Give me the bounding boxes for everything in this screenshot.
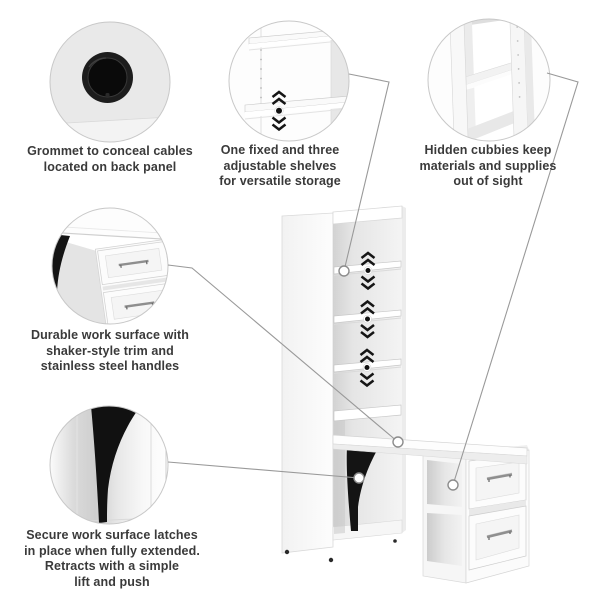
adjustable-shelf-arrows-icon [359, 300, 376, 339]
drawer-2 [468, 505, 527, 571]
inset-latch [49, 405, 169, 525]
drawer-handle-icon [486, 529, 513, 539]
fixed-shelf [333, 404, 402, 422]
callout-marker-icon [392, 436, 404, 448]
tower-feet [284, 539, 397, 563]
tower-side-panel [281, 212, 334, 554]
drawer-unit [422, 445, 530, 584]
leader-line-work-surface [167, 264, 399, 443]
drawer-handle-icon [124, 301, 155, 308]
inset-shelves [228, 20, 350, 142]
leader-lines [167, 72, 579, 486]
callout-shelves-caption: One fixed and three adjustable shelves f… [219, 143, 341, 188]
inset-desk-top [52, 208, 168, 240]
product-bookcase-desk [281, 205, 530, 584]
adjustable-shelf-arrows-icon [359, 348, 375, 387]
adjustable-shelf-arrows-icon [360, 251, 376, 290]
callout-grommet-caption: Grommet to conceal cables located on bac… [27, 144, 193, 174]
drawer-handle-icon [118, 259, 149, 267]
shelf-pin-holes [260, 49, 262, 99]
callout-cubbies-caption: Hidden cubbies keep materials and suppli… [419, 143, 557, 188]
shelf-pin-icon [276, 107, 282, 114]
desk-surface [332, 434, 528, 465]
inset-work-surface [51, 207, 169, 325]
drawer-handle-icon [486, 473, 513, 481]
leader-line-latch [167, 461, 360, 479]
cubby-pin-holes [516, 26, 521, 98]
leader-line-cubbies [452, 72, 579, 486]
leader-line-shelves [343, 73, 390, 272]
callout-markers [338, 265, 459, 491]
callout-marker-icon [338, 265, 350, 277]
tower [281, 205, 406, 563]
open-cubby-top [427, 460, 462, 507]
callout-latch-caption: Secure work surface latches in place whe… [24, 528, 200, 589]
latch-bracket-icon [91, 406, 142, 523]
tower-top-band [332, 205, 403, 225]
inset-drawer-unit [94, 238, 168, 324]
latch-bracket [346, 445, 380, 531]
callout-marker-icon [447, 479, 459, 491]
callout-marker-icon [353, 472, 365, 484]
inset-cubbies [427, 18, 551, 142]
grommet-icon [82, 52, 133, 103]
callout-work-surface-caption: Durable work surface with shaker-style t… [30, 328, 190, 373]
inset-shelf-lower [244, 95, 349, 120]
open-cubby-bottom [427, 513, 462, 566]
inset-grommet [49, 21, 171, 143]
